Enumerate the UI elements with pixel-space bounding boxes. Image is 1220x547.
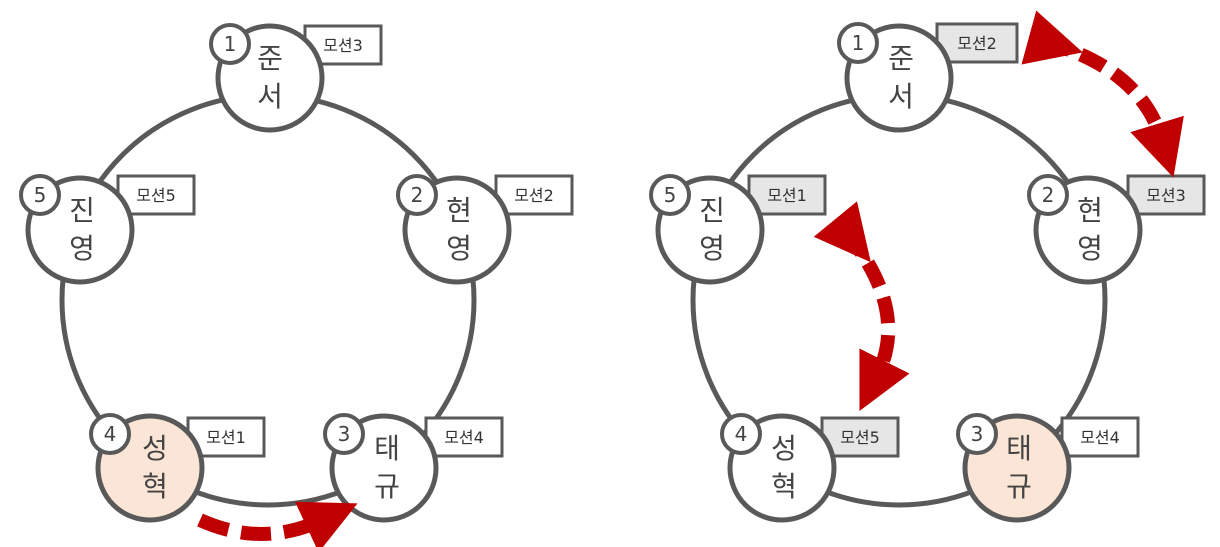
- number-badge-label: 4: [735, 422, 748, 446]
- motion-tag: [747, 174, 827, 216]
- right-node-5: 모션1 진 영 5: [649, 174, 827, 285]
- number-badge-label: 4: [104, 422, 117, 446]
- right-node-1: 모션2 준 서 1: [837, 22, 1019, 133]
- number-badge: [649, 174, 691, 216]
- left-node-2: 모션2 현 영 2: [396, 174, 574, 285]
- motion-tag-label: 모션4: [444, 428, 484, 447]
- motion-tag: [494, 174, 574, 216]
- left-diagram: 모션3 준 서 1 모션2 현 영 2 모션4 태 규 3: [19, 23, 574, 547]
- number-badge-label: 5: [34, 183, 47, 207]
- student-name-line2: 혁: [771, 470, 797, 503]
- motion-tag-label: 모션2: [957, 34, 997, 53]
- number-badge-label: 2: [1042, 183, 1055, 207]
- number-badge: [323, 413, 365, 455]
- number-badge: [720, 413, 762, 455]
- student-name-line1: 태: [374, 432, 400, 465]
- student-name-line2: 영: [1077, 232, 1103, 265]
- number-badge-label: 1: [852, 31, 865, 55]
- number-badge: [396, 174, 438, 216]
- number-badge-label: 5: [664, 183, 677, 207]
- right-node-3: 모션4 태 규 3: [956, 413, 1140, 523]
- swap-arrow-top: [1021, 10, 1184, 178]
- student-name-line2: 규: [374, 470, 400, 503]
- motion-tag: [1126, 174, 1206, 216]
- motion-tag: [116, 174, 196, 216]
- number-badge-label: 2: [411, 183, 424, 207]
- number-badge-label: 1: [224, 32, 237, 56]
- motion-tag: [1060, 416, 1140, 458]
- student-name-line1: 준: [257, 42, 283, 75]
- left-node-3: 모션4 태 규 3: [323, 413, 504, 523]
- number-badge: [209, 23, 251, 65]
- left-node-5: 모션5 진 영 5: [19, 174, 196, 285]
- student-name-line1: 현: [1077, 194, 1103, 227]
- left-node-4: 모션1 성 혁 4: [89, 413, 266, 523]
- student-name-line1: 준: [888, 42, 914, 75]
- student-name-line1: 성: [142, 432, 168, 465]
- motion-tag-label: 모션3: [1146, 186, 1186, 205]
- student-name-line2: 서: [257, 80, 283, 113]
- motion-tag-label: 모션4: [1080, 428, 1120, 447]
- number-badge: [956, 413, 998, 455]
- number-badge-label: 3: [338, 422, 351, 446]
- student-name-line1: 현: [446, 194, 472, 227]
- number-badge-label: 3: [971, 422, 984, 446]
- student-name-line2: 서: [888, 80, 914, 113]
- student-name-line1: 진: [69, 194, 95, 227]
- motion-tag-label: 모션5: [136, 186, 176, 205]
- number-badge: [837, 22, 879, 64]
- swap-arrow-4-to-3: [197, 501, 358, 547]
- left-node-1: 모션3 준 서 1: [209, 23, 383, 133]
- right-node-2: 모션3 현 영 2: [1027, 174, 1206, 285]
- swap-arrow-vertical: [813, 201, 910, 412]
- student-name-line1: 태: [1006, 432, 1032, 465]
- right-diagram: 모션2 준 서 1 모션3 현 영 2 모션4 태 규 3: [649, 10, 1206, 523]
- student-name-line2: 혁: [142, 470, 168, 503]
- motion-tag-label: 모션3: [323, 36, 363, 55]
- motion-tag-label: 모션1: [767, 186, 807, 205]
- motion-tag: [820, 416, 900, 458]
- number-badge: [89, 413, 131, 455]
- number-badge: [19, 174, 61, 216]
- student-name-line2: 영: [699, 232, 725, 265]
- right-node-4: 모션5 성 혁 4: [720, 413, 900, 523]
- student-name-line1: 성: [771, 432, 797, 465]
- student-name-line1: 진: [699, 194, 725, 227]
- motion-tag-label: 모션2: [514, 186, 554, 205]
- student-name-line2: 규: [1006, 470, 1032, 503]
- motion-tag: [935, 22, 1019, 64]
- student-name-line2: 영: [69, 232, 95, 265]
- student-name-line2: 영: [446, 232, 472, 265]
- motion-tag-label: 모션1: [206, 428, 246, 447]
- motion-tag-label: 모션5: [840, 428, 880, 447]
